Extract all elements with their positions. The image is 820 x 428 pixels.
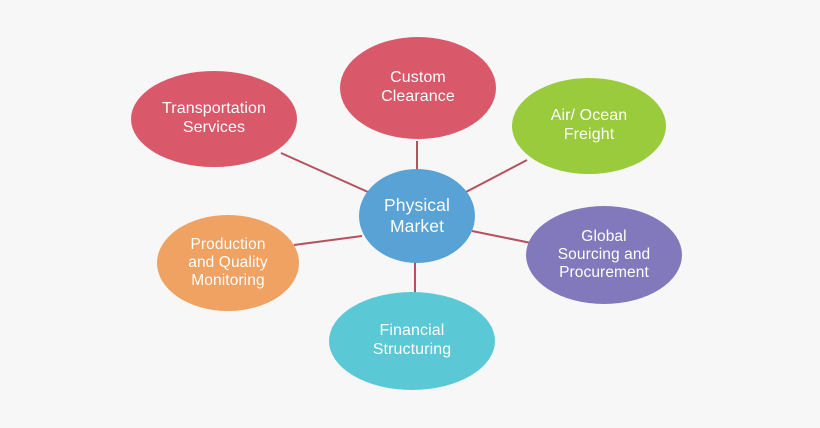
hub-node-label: Physical Market xyxy=(384,195,450,236)
connector-hub-to-transportation-services xyxy=(280,152,369,193)
hub-node-physical-market[interactable]: Physical Market xyxy=(359,169,475,263)
connector-hub-to-air-ocean-freight xyxy=(465,159,528,193)
spoke-node-label-transportation-services: Transportation Services xyxy=(162,100,266,136)
spoke-node-global-sourcing-and-procurement[interactable]: Global Sourcing and Procurement xyxy=(526,206,682,304)
spoke-node-label-air-ocean-freight: Air/ Ocean Freight xyxy=(550,107,628,143)
spoke-node-production-and-quality-monitoring[interactable]: Production and Quality Monitoring xyxy=(157,215,299,311)
spoke-node-label-global-sourcing-and-procurement: Global Sourcing and Procurement xyxy=(557,227,651,282)
spoke-node-air-ocean-freight[interactable]: Air/ Ocean Freight xyxy=(512,78,666,174)
spoke-node-transportation-services[interactable]: Transportation Services xyxy=(131,71,297,167)
connector-hub-to-global-sourcing xyxy=(471,230,532,244)
spoke-node-label-production-and-quality-monitoring: Production and Quality Monitoring xyxy=(188,235,268,290)
connector-group xyxy=(280,141,532,295)
spoke-node-custom-clearance[interactable]: Custom Clearance xyxy=(340,37,496,139)
connector-hub-to-production-quality xyxy=(293,235,363,246)
spoke-node-label-custom-clearance: Custom Clearance xyxy=(381,69,455,105)
spoke-node-label-financial-structuring: Financial Structuring xyxy=(372,322,452,358)
spoke-node-financial-structuring[interactable]: Financial Structuring xyxy=(329,292,495,390)
